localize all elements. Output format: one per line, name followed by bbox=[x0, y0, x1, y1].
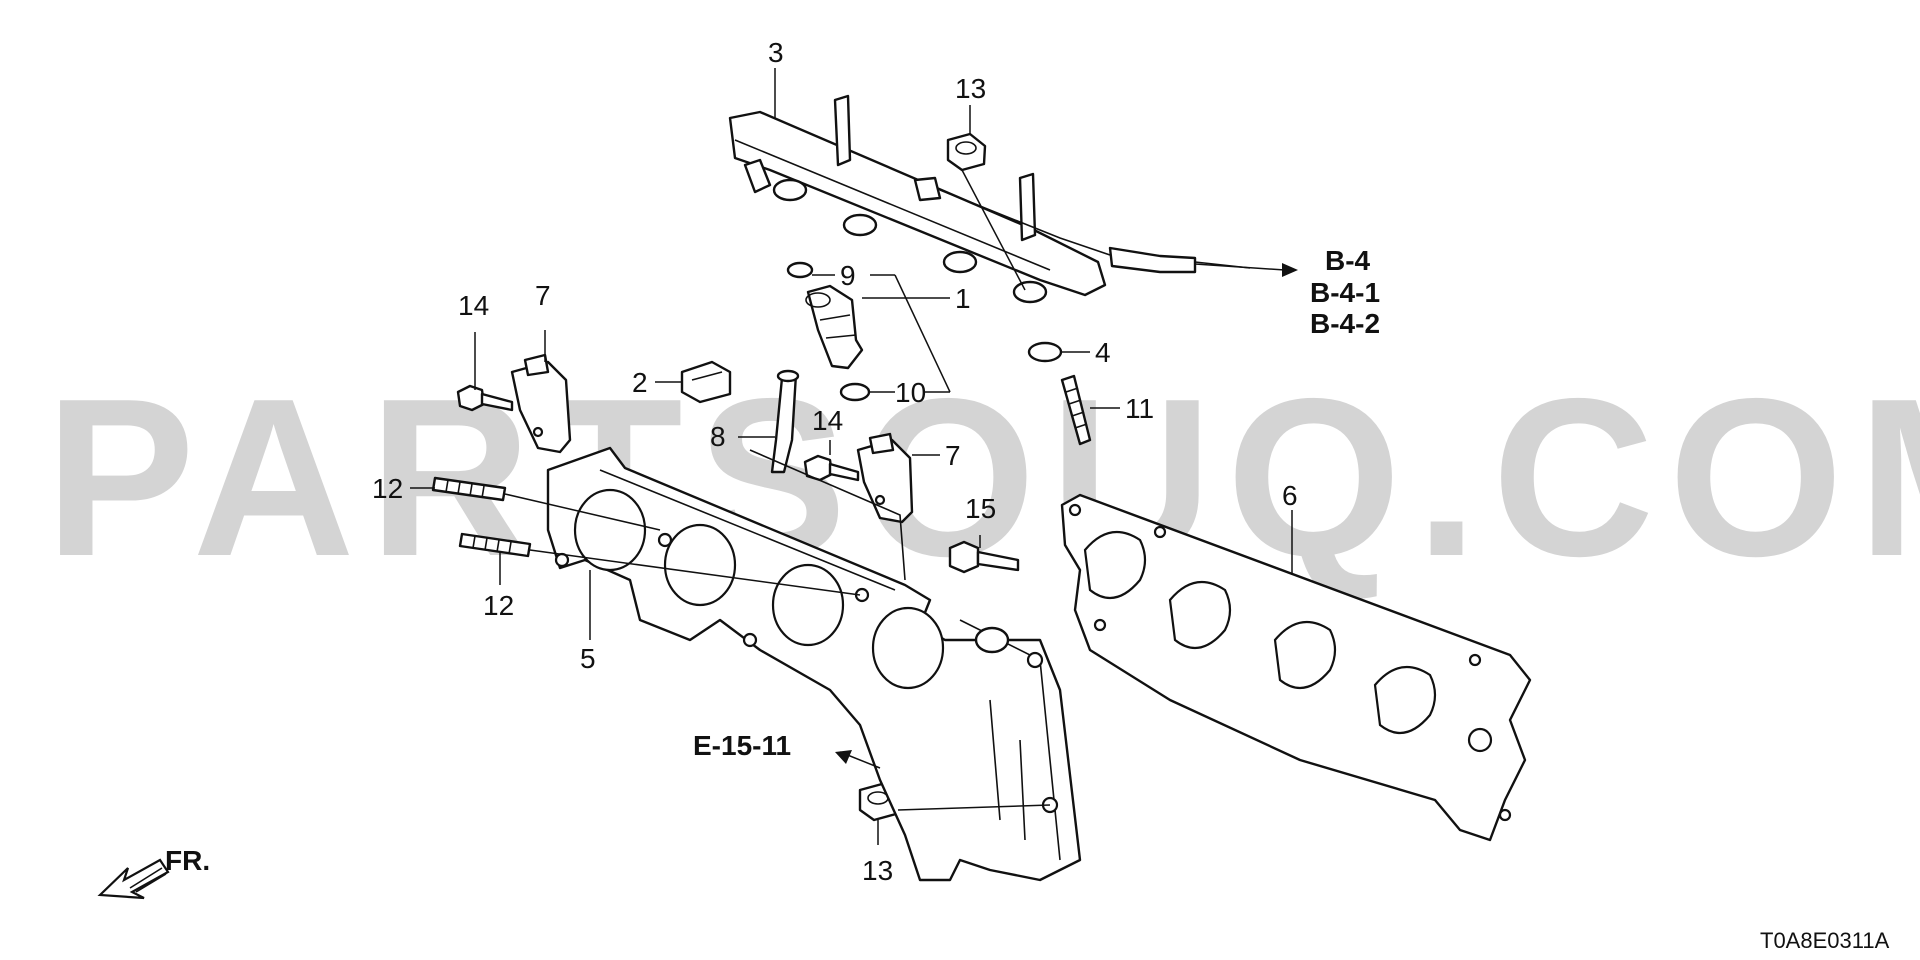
callout-4[interactable]: 4 bbox=[1095, 337, 1111, 368]
intake-manifold-part[interactable] bbox=[546, 446, 1082, 882]
reference-b4-1[interactable]: B-4-1 bbox=[1310, 277, 1380, 308]
callout-5[interactable]: 5 bbox=[580, 643, 596, 674]
bracket-7-lower-part[interactable] bbox=[856, 432, 914, 524]
fuel-pipe-8-part[interactable] bbox=[770, 369, 800, 474]
callout-3[interactable]: 3 bbox=[768, 37, 784, 68]
reference-e15-11[interactable]: E-15-11 bbox=[693, 730, 791, 761]
callout-7-upper[interactable]: 7 bbox=[535, 280, 551, 311]
bracket-7-upper-part[interactable] bbox=[510, 353, 572, 454]
stud-bolt-12-lower-part[interactable] bbox=[458, 532, 532, 558]
callout-13-upper[interactable]: 13 bbox=[955, 73, 986, 104]
manifold-gasket-part[interactable] bbox=[1060, 493, 1532, 842]
callout-7-lower[interactable]: 7 bbox=[945, 440, 961, 471]
callout-6[interactable]: 6 bbox=[1282, 480, 1298, 511]
fuel-rail-part[interactable] bbox=[728, 94, 1197, 304]
flange-bolt-14-lower-part[interactable] bbox=[803, 454, 860, 482]
callout-8[interactable]: 8 bbox=[710, 421, 726, 452]
callout-12-lower[interactable]: 12 bbox=[483, 590, 514, 621]
flange-bolt-15-part[interactable] bbox=[948, 540, 1020, 574]
nut-13-upper-part[interactable] bbox=[946, 132, 987, 172]
callout-15[interactable]: 15 bbox=[965, 493, 996, 524]
front-direction-arrow: FR. bbox=[97, 845, 210, 900]
callout-10[interactable]: 10 bbox=[895, 377, 926, 408]
callout-13-lower[interactable]: 13 bbox=[862, 855, 893, 886]
stud-bolt-11-part[interactable] bbox=[1060, 374, 1092, 446]
seal-ring-9-part[interactable] bbox=[786, 261, 814, 279]
reference-b4-2[interactable]: B-4-2 bbox=[1310, 308, 1380, 339]
front-label: FR. bbox=[165, 845, 210, 876]
callout-11[interactable]: 11 bbox=[1125, 393, 1154, 424]
callout-1[interactable]: 1 bbox=[955, 283, 971, 314]
stud-bolt-12-upper-part[interactable] bbox=[431, 476, 507, 502]
reference-b4[interactable]: B-4 bbox=[1325, 245, 1371, 276]
clip-2-part[interactable] bbox=[680, 360, 732, 404]
callout-14-lower[interactable]: 14 bbox=[812, 405, 843, 436]
fuel-injector-part[interactable] bbox=[805, 284, 864, 370]
callout-2[interactable]: 2 bbox=[632, 367, 648, 398]
diagram-code: T0A8E0311A bbox=[1760, 928, 1890, 953]
washer-4-part[interactable] bbox=[1027, 341, 1063, 363]
o-ring-10-part[interactable] bbox=[839, 382, 871, 402]
flange-bolt-14-upper-part[interactable] bbox=[456, 384, 514, 412]
callout-9[interactable]: 9 bbox=[840, 260, 856, 291]
callout-14-upper[interactable]: 14 bbox=[458, 290, 489, 321]
reference-arrow-e1511 bbox=[835, 750, 852, 764]
callout-12-upper[interactable]: 12 bbox=[372, 473, 403, 504]
reference-arrow-b4 bbox=[1282, 263, 1298, 277]
